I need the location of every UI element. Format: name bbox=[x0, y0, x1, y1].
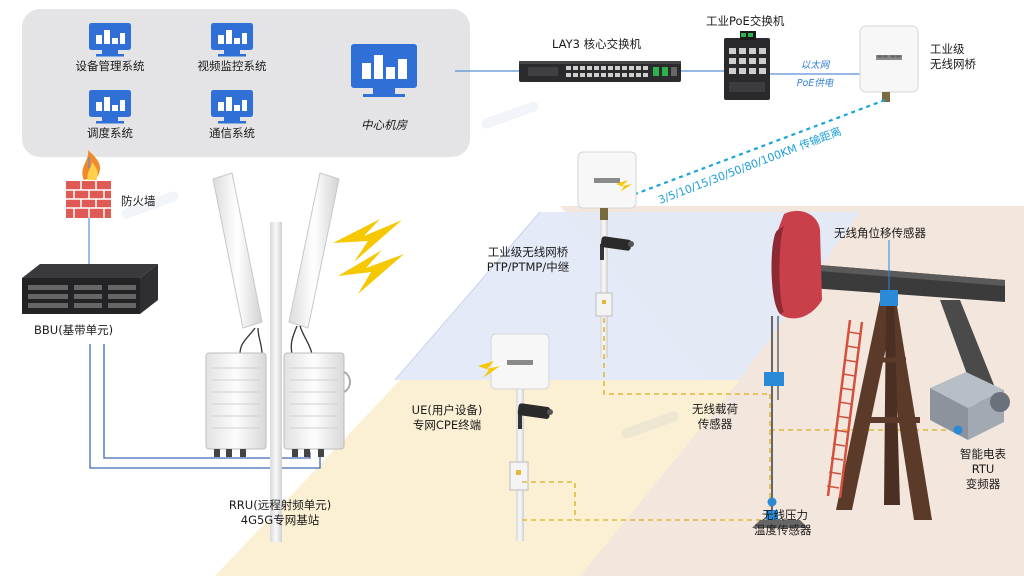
label-bridge-top: 工业级 无线网桥 bbox=[930, 42, 976, 72]
pumpjack bbox=[752, 210, 1010, 530]
label-comm: 通信系统 bbox=[209, 126, 255, 140]
yellow-platform bbox=[215, 380, 740, 576]
monitor-icon-dispatch bbox=[89, 90, 131, 124]
label-core-switch: LAY3 核心交换机 bbox=[552, 37, 642, 51]
wireless-link-dashed bbox=[629, 98, 886, 198]
ue-device bbox=[490, 333, 553, 541]
label-sensor-angle: 无线角位移传感器 bbox=[834, 226, 926, 240]
label-sensor-rtu: 智能电表 RTU 变频器 bbox=[950, 447, 1016, 492]
label-rru: RRU(远程射频单元) 4G5G专网基站 bbox=[205, 498, 355, 528]
label-sensor-rtu-line1: 智能电表 bbox=[960, 447, 1006, 461]
bbu-device bbox=[22, 264, 158, 314]
label-bridge-mid-line1: 工业级无线网桥 bbox=[487, 245, 569, 259]
distance-label: 3/5/10/15/30/50/80/100KM 传输距离 bbox=[656, 124, 843, 207]
bridge-top-device bbox=[859, 25, 919, 102]
base-station-tower bbox=[205, 172, 351, 542]
link-bbu-rru-1 bbox=[89, 344, 232, 469]
sensor-dot-load bbox=[765, 375, 775, 385]
signal-bolt-icon bbox=[333, 219, 404, 294]
label-ue-line2: 专网CPE终端 bbox=[412, 418, 482, 432]
label-sensor-rtu-line2: RTU bbox=[971, 462, 995, 476]
sensor-dot-rtu bbox=[953, 425, 963, 435]
label-firewall: 防火墙 bbox=[121, 194, 156, 208]
poe-switch-device bbox=[724, 31, 770, 100]
antenna-right bbox=[288, 172, 340, 329]
label-sensor-rtu-line3: 变频器 bbox=[965, 477, 1001, 491]
label-bbu: BBU(基带单元) bbox=[34, 323, 114, 337]
label-ethernet: 以太网 bbox=[800, 60, 830, 71]
rru-unit-right bbox=[283, 352, 345, 457]
monitor-icon-comm bbox=[211, 90, 253, 124]
label-sensor-pressure-line2: 温度传感器 bbox=[754, 523, 812, 537]
antenna-left bbox=[212, 172, 263, 329]
label-dispatch: 调度系统 bbox=[87, 126, 133, 140]
rru-unit-left bbox=[205, 352, 267, 457]
label-bridge-mid: 工业级无线网桥 PTP/PTMP/中继 bbox=[468, 245, 588, 275]
label-center-room: 中心机房 bbox=[361, 118, 407, 132]
mid-sensor-dashed-link bbox=[603, 318, 770, 395]
label-bridge-top-line1: 工业级 bbox=[930, 42, 965, 56]
device-brand-top: ▬▬ ▬▬ bbox=[877, 53, 902, 60]
label-ue-line1: UE(用户设备) bbox=[411, 403, 483, 417]
bridge-mid-device bbox=[577, 151, 637, 358]
monitor-icon-device-mgmt bbox=[89, 23, 131, 57]
link-bbu-rru-2 bbox=[103, 344, 232, 459]
label-poe-switch: 工业PoE交换机 bbox=[706, 14, 785, 28]
label-rru-line1: RRU(远程射频单元) bbox=[228, 498, 332, 512]
label-sensor-load-line2: 传感器 bbox=[697, 417, 733, 431]
label-sensor-pressure: 无线压力 温度传感器 bbox=[754, 508, 812, 538]
bolt-small-ue bbox=[478, 361, 500, 378]
label-ue: UE(用户设备) 专网CPE终端 bbox=[392, 403, 502, 433]
label-bridge-top-line2: 无线网桥 bbox=[930, 57, 976, 71]
bolt-small-mid bbox=[616, 180, 632, 192]
label-video: 视频监控系统 bbox=[197, 59, 267, 73]
firewall-icon bbox=[66, 150, 111, 218]
sensor-dot-pressure bbox=[767, 497, 777, 507]
core-switch-device bbox=[519, 61, 681, 82]
camera-icon-mid bbox=[600, 236, 634, 260]
monitor-icon-video bbox=[211, 23, 253, 57]
camera-icon-ue bbox=[517, 403, 553, 429]
label-rru-line2: 4G5G专网基站 bbox=[240, 513, 320, 527]
label-poe-power: PoE供电 bbox=[796, 78, 834, 89]
label-sensor-load: 无线载荷 传感器 bbox=[682, 402, 748, 432]
label-bridge-mid-line2: PTP/PTMP/中继 bbox=[486, 260, 570, 274]
label-device-mgmt: 设备管理系统 bbox=[75, 59, 145, 73]
label-sensor-load-line1: 无线载荷 bbox=[692, 402, 738, 416]
label-sensor-pressure-line1: 无线压力 bbox=[762, 508, 808, 522]
monitor-icon-center bbox=[351, 44, 417, 97]
